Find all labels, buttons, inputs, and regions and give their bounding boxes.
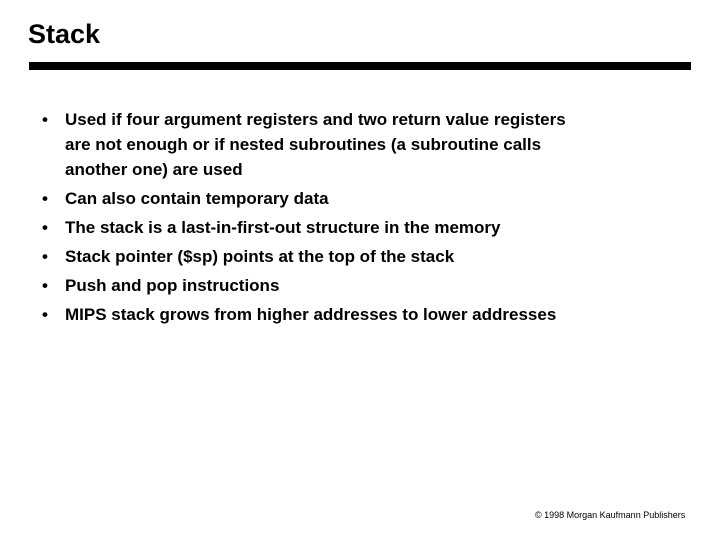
bullet-text: Stack pointer ($sp) points at the top of…	[65, 247, 455, 266]
bullet-marker-icon: •	[42, 305, 48, 324]
bullet-text: Can also contain temporary data	[65, 189, 329, 208]
bullet-marker-icon: •	[42, 247, 48, 266]
slide-title: Stack	[28, 19, 101, 49]
bullet-item: • Push and pop instructions	[30, 273, 678, 298]
copyright-footer: © 1998 Morgan Kaufmann Publishers	[535, 510, 686, 520]
title-rule-divider	[29, 62, 691, 70]
bullet-marker-icon: •	[42, 276, 48, 295]
bullet-item: • Can also contain temporary data	[30, 186, 678, 211]
bullet-item: • Used if four argument registers and tw…	[30, 107, 678, 182]
bullet-marker-icon: •	[42, 218, 48, 237]
bullet-text: Used if four argument registers and two …	[65, 110, 566, 179]
bullet-item: • The stack is a last-in-first-out struc…	[30, 215, 678, 240]
bullet-item: • MIPS stack grows from higher addresses…	[30, 302, 678, 327]
bullet-marker-icon: •	[42, 189, 48, 208]
bullet-marker-icon: •	[42, 110, 48, 129]
bullet-text: MIPS stack grows from higher addresses t…	[65, 305, 557, 324]
bullet-item: • Stack pointer ($sp) points at the top …	[30, 244, 678, 269]
bullet-list: • Used if four argument registers and tw…	[30, 107, 678, 331]
bullet-text: The stack is a last-in-first-out structu…	[65, 218, 501, 237]
bullet-text: Push and pop instructions	[65, 276, 280, 295]
